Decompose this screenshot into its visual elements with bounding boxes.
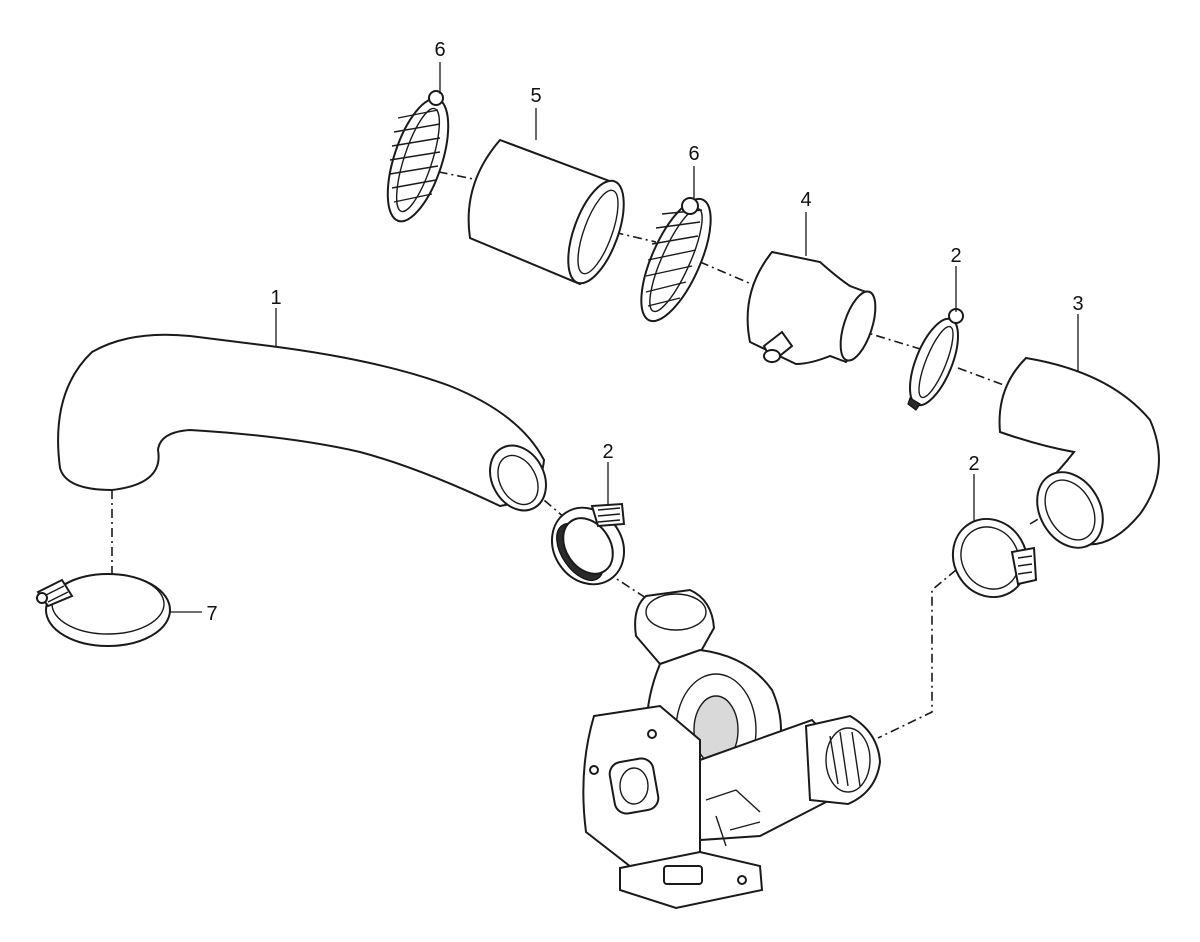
elbow-hose-part-3	[998, 356, 1160, 549]
turbocharger-assembly	[582, 588, 882, 910]
callout-6-middle: 6	[688, 143, 699, 165]
callout-2-right: 2	[968, 453, 979, 475]
callout-7: 7	[206, 603, 217, 625]
callout-3: 3	[1072, 293, 1083, 315]
hose-clamp-right	[951, 517, 1038, 599]
hose-clamp-lower	[551, 502, 626, 586]
sleeve-part-5	[467, 138, 625, 286]
hose-clamp-upper	[907, 308, 964, 411]
spring-clamp-middle	[640, 197, 712, 323]
callout-1: 1	[270, 287, 281, 309]
callout-6-left: 6	[434, 39, 445, 61]
callout-5: 5	[530, 85, 541, 107]
callout-2-upper: 2	[950, 245, 961, 267]
callout-4: 4	[800, 189, 811, 211]
callout-leaders	[170, 62, 1079, 613]
hose-clamp-part-7	[36, 573, 171, 647]
reducer-part-4	[746, 250, 877, 366]
long-hose-part-1	[57, 333, 547, 512]
callout-2-lower: 2	[602, 441, 613, 463]
spring-clamp-left	[386, 90, 450, 223]
